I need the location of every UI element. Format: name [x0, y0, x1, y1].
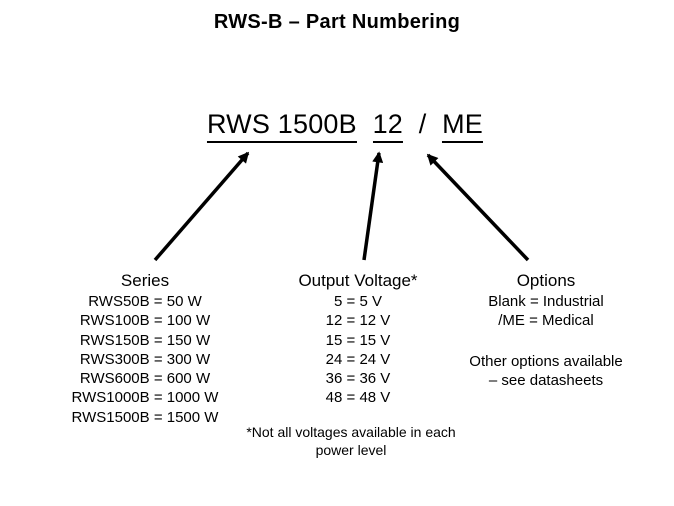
- list-item: RWS50B = 50 W: [88, 293, 202, 310]
- arrow-output-voltage-icon: [362, 151, 384, 261]
- list-item: 5 = 5 V: [334, 293, 382, 310]
- part-number-separator: /: [418, 109, 427, 139]
- list-item: RWS100B = 100 W: [79, 312, 211, 330]
- list-item: /ME = Medical: [498, 312, 594, 330]
- page-title: RWS-B – Part Numbering: [213, 11, 461, 33]
- output-voltage-column-header: Output Voltage*: [298, 271, 418, 290]
- list-item: Blank = Industrial: [488, 293, 604, 310]
- options-note-line: – see datasheets: [488, 371, 604, 389]
- list-item: RWS1500B = 1500 W: [71, 408, 219, 426]
- list-item: 12 = 12 V: [325, 312, 391, 330]
- options-note-line: Other options available: [469, 352, 623, 370]
- list-item: RWS300B = 300 W: [79, 350, 211, 368]
- series-column-header: Series: [120, 271, 170, 290]
- part-number-options-segment: ME: [442, 109, 484, 143]
- list-item: RWS1000B = 1000 W: [71, 389, 219, 407]
- part-number-example: RWS 1500B 12 / ME: [206, 109, 484, 143]
- voltage-footnote: *Not all voltages available in each powe…: [246, 423, 455, 459]
- list-item: 15 = 15 V: [325, 331, 391, 349]
- list-item: 24 = 24 V: [325, 350, 391, 368]
- part-number-series-segment: RWS 1500B: [206, 109, 357, 143]
- output-voltage-column: Output Voltage* 5 = 5 V 12 = 12 V 15 = 1…: [298, 270, 417, 408]
- options-column-header: Options: [516, 271, 576, 290]
- list-item: 48 = 48 V: [325, 389, 391, 407]
- options-note: Other options available – see datasheets: [469, 352, 622, 391]
- list-item: RWS150B = 150 W: [79, 331, 211, 349]
- part-number-voltage-segment: 12: [372, 109, 404, 143]
- list-item: RWS600B = 600 W: [79, 370, 211, 388]
- list-item: 36 = 36 V: [325, 370, 391, 388]
- arrow-options-icon: [426, 153, 530, 262]
- series-column: Series RWS50B = 50 W RWS100B = 100 W RWS…: [72, 270, 219, 427]
- footnote-line: power level: [315, 442, 387, 458]
- arrow-series-icon: [153, 151, 250, 262]
- options-column: Options Blank = Industrial /ME = Medical…: [469, 270, 622, 390]
- footnote-line: *Not all voltages available in each: [246, 424, 456, 440]
